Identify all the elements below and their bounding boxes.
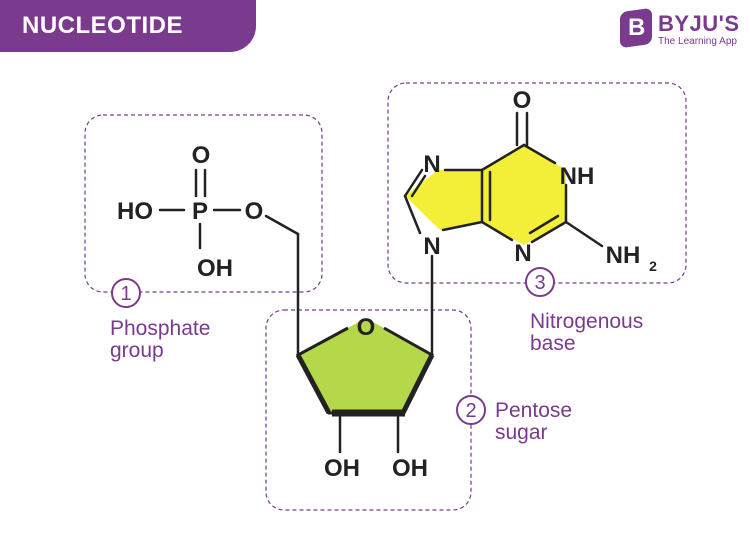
sugar-region-box <box>265 309 472 511</box>
base-amine-subscript: 2 <box>649 258 657 274</box>
base-region-box <box>387 82 687 284</box>
brand-logo: B BYJU'S The Learning App <box>620 7 744 50</box>
base-n9: N <box>423 233 440 260</box>
title-banner: NUCLEOTIDE <box>0 0 256 52</box>
phosphate-region-box <box>84 114 323 293</box>
phosphate-hydroxyl-left: HO <box>117 198 153 225</box>
atom-labels: O P HO OH O O OH OH O N N NH N NH 2 <box>117 87 657 482</box>
bridge-oxygen: O <box>245 198 264 225</box>
bonds <box>158 111 604 454</box>
sugar-ring-oxygen: O <box>357 314 376 341</box>
sugar-hydroxyl-1: OH <box>324 455 360 482</box>
base-amine: NH <box>606 242 641 269</box>
logo-name: BYJU'S <box>658 11 740 36</box>
sugar-hydroxyl-2: OH <box>392 455 428 482</box>
part-number-badges <box>111 267 555 425</box>
pentose-ring <box>295 318 435 417</box>
base-nh: NH <box>560 163 595 190</box>
phosphorus-atom: P <box>192 198 208 225</box>
base-n7: N <box>423 151 440 178</box>
phosphate-hydroxyl-bottom: OH <box>197 255 233 282</box>
base-n3: N <box>514 240 531 267</box>
page-title: NUCLEOTIDE <box>22 12 183 39</box>
logo-tagline: The Learning App <box>658 36 737 47</box>
part-number-1: 1 <box>120 283 131 305</box>
part-number-3: 3 <box>534 272 545 294</box>
part-number-2: 2 <box>465 400 476 422</box>
phosphate-oxo-oxygen: O <box>192 142 211 169</box>
purine-rings <box>405 145 566 245</box>
base-carbonyl-oxygen: O <box>513 87 532 114</box>
